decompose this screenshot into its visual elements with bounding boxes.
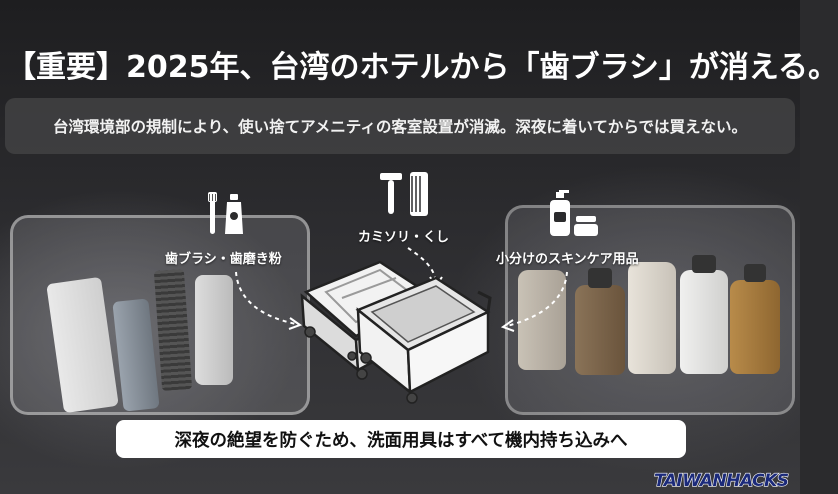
call-to-action-text: 深夜の絶望を防ぐため、洗面用具はすべて機内持ち込みへ	[174, 430, 628, 451]
subheadline-bar: 台湾環境部の規制により、使い捨てアメニティの客室設置が消滅。深夜に着いてからでは…	[5, 98, 795, 154]
arrow-left-icon	[235, 271, 303, 330]
logo-text: TAIWANHACKS	[654, 471, 789, 491]
arrow-right-icon	[500, 271, 568, 332]
item-label-skincare: 小分けのスキンケア用品	[496, 252, 639, 267]
bottle-cap-2	[588, 268, 612, 288]
taiwanhacks-logo: TAIWANHACKS	[653, 470, 789, 491]
toothbrush-toothpaste-icon	[208, 192, 243, 234]
skincare-bottles-icon	[550, 190, 598, 236]
bottle-cap-4	[692, 255, 716, 273]
item-label-toothbrush: 歯ブラシ・歯磨き粉	[165, 252, 282, 267]
open-suitcase-icon	[300, 260, 492, 404]
bottle-photo-5	[730, 280, 780, 374]
background-photo	[0, 0, 800, 494]
bottle-cap-5	[744, 264, 766, 282]
bottle-photo-left	[195, 275, 233, 385]
headline: 【重要】2025年、台湾のホテルから「歯ブラシ」が消える。	[6, 50, 838, 85]
item-label-razor: カミソリ・くし	[358, 230, 450, 245]
bottle-photo-4	[680, 270, 728, 374]
razor-comb-icon	[380, 172, 428, 216]
bottle-photo-3	[628, 262, 676, 374]
call-to-action-bar: 深夜の絶望を防ぐため、洗面用具はすべて機内持ち込みへ	[116, 420, 686, 458]
bottle-photo-2	[575, 285, 625, 375]
subheadline: 台湾環境部の規制により、使い捨てアメニティの客室設置が消滅。深夜に着いてからでは…	[53, 118, 747, 136]
